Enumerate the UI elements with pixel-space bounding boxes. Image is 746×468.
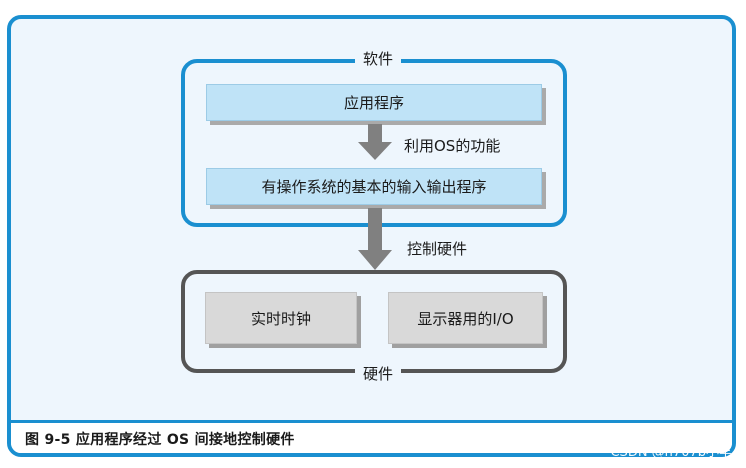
display-io-label: 显示器用的I/O: [417, 309, 514, 328]
realtime-clock-label: 实时时钟: [250, 309, 311, 328]
basic-io-program-box: 有操作系统的基本的输入输出程序: [206, 168, 542, 205]
watermark: CSDN @n707b小羊: [610, 445, 732, 460]
figure-caption: 图 9-5 应用程序经过 OS 间接地控制硬件: [25, 432, 295, 448]
application-label: 应用程序: [343, 94, 404, 112]
application-box: 应用程序: [206, 84, 542, 121]
down-arrow-icon: [358, 124, 392, 160]
realtime-clock-box: 实时时钟: [205, 292, 357, 344]
display-io-box: 显示器用的I/O: [388, 292, 543, 344]
software-group-title: 软件: [355, 50, 402, 68]
caption-bar: 图 9-5 应用程序经过 OS 间接地控制硬件: [11, 420, 732, 453]
use-os-label: 利用OS的功能: [404, 137, 501, 155]
control-hardware-label: 控制硬件: [407, 240, 468, 258]
basic-io-program-label: 有操作系统的基本的输入输出程序: [261, 178, 487, 196]
down-arrow-icon: [358, 208, 392, 270]
hardware-group-title: 硬件: [355, 365, 402, 383]
